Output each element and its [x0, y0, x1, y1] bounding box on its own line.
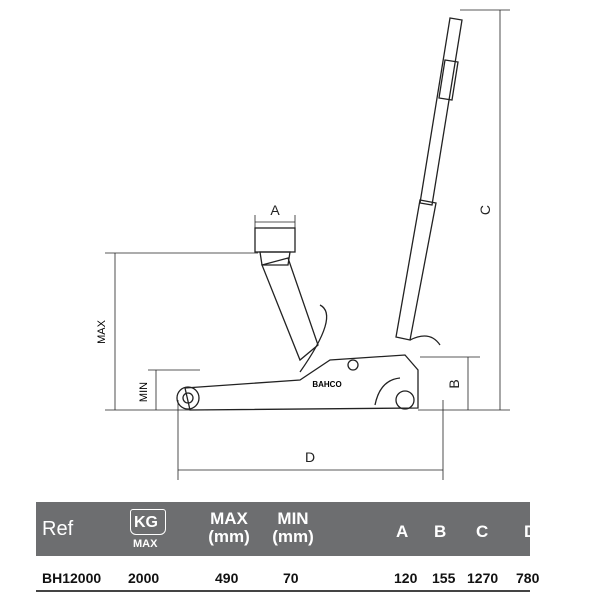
dim-min-label: MIN: [138, 382, 150, 402]
dim-a-label: A: [270, 202, 280, 218]
header-ref: Ref: [42, 518, 74, 540]
dim-d-label: D: [305, 449, 315, 465]
header-max-unit: (mm): [208, 527, 250, 546]
cell-max: 490: [215, 570, 239, 586]
cell-a: 120: [394, 570, 418, 586]
header-min-unit: (mm): [272, 527, 314, 546]
jack-drawing: A C B D MAX MIN BAHCO: [96, 9, 510, 480]
table-row: BH12000 2000 490 70 120 155 1270 780: [36, 568, 539, 592]
dim-c-label: C: [477, 205, 493, 215]
header-b: B: [434, 522, 447, 541]
header-kg-max: MAX: [133, 538, 158, 550]
dim-max-label: MAX: [96, 319, 108, 344]
front-wheel: [176, 386, 200, 410]
saddle: [254, 227, 296, 253]
chassis: [184, 354, 419, 411]
handle: [419, 17, 463, 206]
dim-b-label: B: [446, 379, 462, 388]
header-c: C: [476, 522, 489, 541]
cell-kg: 2000: [128, 570, 160, 586]
weight-icon: [130, 509, 166, 535]
cell-b: 155: [432, 570, 456, 586]
header-a: A: [396, 522, 409, 541]
header-min: MIN: [277, 509, 309, 528]
header-max: MAX: [210, 509, 248, 528]
header-kg: KG: [134, 514, 158, 531]
cell-c: 1270: [467, 570, 499, 586]
cell-ref: BH12000: [42, 570, 102, 586]
cell-d: 780: [516, 570, 540, 586]
header-d: D: [524, 522, 537, 541]
cell-min: 70: [283, 570, 299, 586]
rear-wheel: [395, 390, 415, 410]
lift-arm: [261, 257, 319, 362]
brand-logo: BAHCO: [312, 380, 341, 389]
spec-table-header: Ref KG MAX MAX (mm) MIN (mm) A B C D: [36, 502, 536, 556]
